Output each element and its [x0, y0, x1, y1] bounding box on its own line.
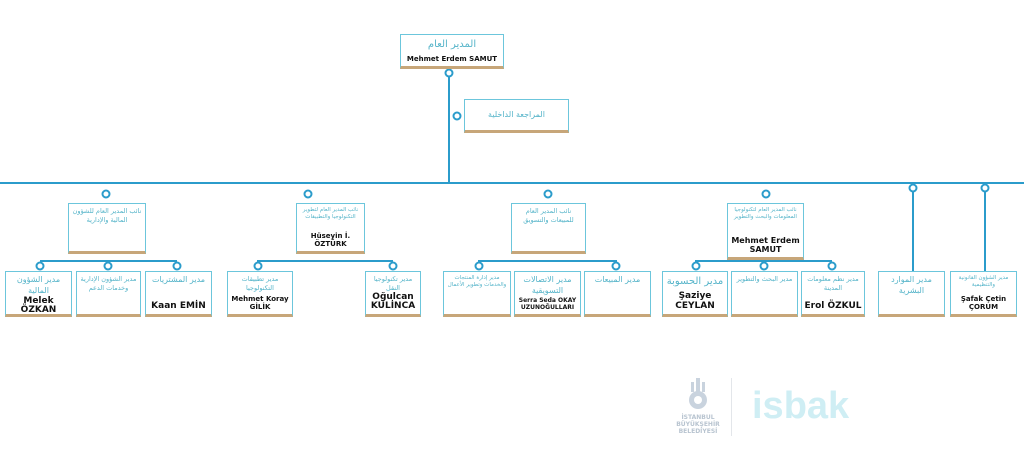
manager-box[interactable]: مدير الحسوبة Şaziye CEYLAN [662, 271, 728, 317]
role-title: مدير تكنولوجيا النقل [373, 275, 413, 292]
person-name: Hüseyin İ. ÖZTÜRK [310, 232, 351, 248]
person-name: Erol ÖZKUL [804, 300, 862, 311]
manager-box[interactable]: مدير البحث والتطوير [731, 271, 798, 317]
node-dot [253, 261, 263, 271]
ibb-logo: İSTANBUL BÜYÜKŞEHİR BELEDİYESİ [668, 378, 728, 436]
ibb-logo-text: İSTANBUL BÜYÜKŞEHİR BELEDİYESİ [676, 414, 720, 436]
connector [478, 260, 617, 262]
isbak-logo: isbak [752, 385, 850, 427]
node-dot [691, 261, 701, 271]
connector [984, 183, 986, 271]
role-title: مدير الاتصالات التسويقية [523, 275, 572, 295]
role-title: نائب المدير العام للشؤون المالية والإدار… [72, 207, 142, 224]
person-name: Şaziye CEYLAN [675, 291, 715, 311]
general-manager-box[interactable]: المدير العام Mehmet Erdem SAMUT [400, 34, 504, 69]
node-dot [827, 261, 837, 271]
manager-box[interactable]: مدير إدارة المنتجات والخدمات وتطوير الأع… [443, 271, 511, 317]
manager-box[interactable]: مدير تكنولوجيا النقل Oğulcan KULİNCA [365, 271, 421, 317]
manager-box[interactable]: مدير نظم معلومات المدينة Erol ÖZKUL [801, 271, 865, 317]
deputy-box[interactable]: نائب المدير العام لتطوير التكنولوجيا وال… [296, 203, 365, 254]
node-dot [35, 261, 45, 271]
deputy-box[interactable]: نائب المدير العام للمبيعات والتسويق [511, 203, 586, 254]
role-title: نائب المدير العام للمبيعات والتسويق [523, 207, 574, 224]
connector [257, 260, 393, 262]
node-dot [103, 261, 113, 271]
node-dot [303, 189, 313, 199]
ibb-emblem-icon [689, 378, 707, 409]
person-name: Oğulcan KULİNCA [370, 291, 416, 311]
manager-box[interactable]: مدير الشؤون المالية Melek ÖZKAN [5, 271, 72, 317]
manager-box[interactable]: مدير الشؤون الإدارية وخدمات الدعم [76, 271, 141, 317]
logo-divider [731, 378, 732, 436]
main-horizontal-line [0, 182, 1024, 184]
role-title: مدير الشؤون القانونية والتنظيمية [958, 275, 1009, 289]
role-title: المدير العام [427, 39, 477, 50]
node-dot [761, 189, 771, 199]
manager-box[interactable]: مدير المشتريات Kaan EMİN [145, 271, 212, 317]
role-title: مدير البحث والتطوير [736, 275, 793, 283]
node-dot [388, 261, 398, 271]
role-title: مدير الشؤون الإدارية وخدمات الدعم [80, 275, 137, 292]
deputy-box[interactable]: نائب المدير العام للشؤون المالية والإدار… [68, 203, 146, 254]
hr-manager-box[interactable]: مدير الموارد البشرية [878, 271, 945, 317]
role-title: نائب المدير العام لتكنولوجيا المعلومات و… [734, 207, 797, 221]
node-dot [452, 111, 462, 121]
node-dot [611, 261, 621, 271]
node-dot [759, 261, 769, 271]
node-dot [980, 183, 990, 193]
role-title: نائب المدير العام لتطوير التكنولوجيا وال… [302, 207, 359, 221]
role-title: مدير المبيعات [594, 275, 641, 284]
node-dot [444, 68, 454, 78]
person-name: Mehmet Koray GİLİK [231, 295, 289, 311]
node-dot [543, 189, 553, 199]
node-dot [474, 261, 484, 271]
connector [448, 70, 450, 183]
node-dot [908, 183, 918, 193]
person-name: Serra Seda OKAY UZUNOĞULLARI [518, 297, 577, 311]
person-name: Melek ÖZKAN [20, 295, 57, 316]
legal-manager-box[interactable]: مدير الشؤون القانونية والتنظيمية Şafak Ç… [950, 271, 1017, 317]
connector [695, 260, 832, 262]
node-dot [101, 189, 111, 199]
role-title: مدير إدارة المنتجات والخدمات وتطوير الأع… [447, 275, 507, 289]
person-name: Mehmet Erdem SAMUT [731, 236, 800, 254]
person-name: Şafak Çetin ÇORUM [960, 295, 1007, 311]
person-name: Kaan EMİN [151, 300, 206, 311]
manager-box[interactable]: مدير تطبيقات التكنولوجيا Mehmet Koray Gİ… [227, 271, 293, 317]
internal-audit-box[interactable]: المراجعة الداخلية [464, 99, 569, 133]
connector [912, 183, 914, 271]
deputy-box[interactable]: نائب المدير العام لتكنولوجيا المعلومات و… [727, 203, 804, 260]
role-title: مدير تطبيقات التكنولوجيا [241, 275, 279, 292]
role-title: المراجعة الداخلية [488, 109, 545, 119]
role-title: مدير الموارد البشرية [891, 275, 932, 295]
connector [40, 260, 177, 262]
role-title: مدير نظم معلومات المدينة [807, 275, 859, 292]
manager-box[interactable]: مدير الاتصالات التسويقية Serra Seda OKAY… [514, 271, 581, 317]
role-title: مدير المشتريات [151, 275, 206, 284]
manager-box[interactable]: مدير المبيعات [584, 271, 651, 317]
person-name: Mehmet Erdem SAMUT [406, 54, 498, 63]
role-title: مدير الشؤون المالية [16, 275, 61, 295]
node-dot [172, 261, 182, 271]
role-title: مدير الحسوبة [666, 276, 724, 287]
